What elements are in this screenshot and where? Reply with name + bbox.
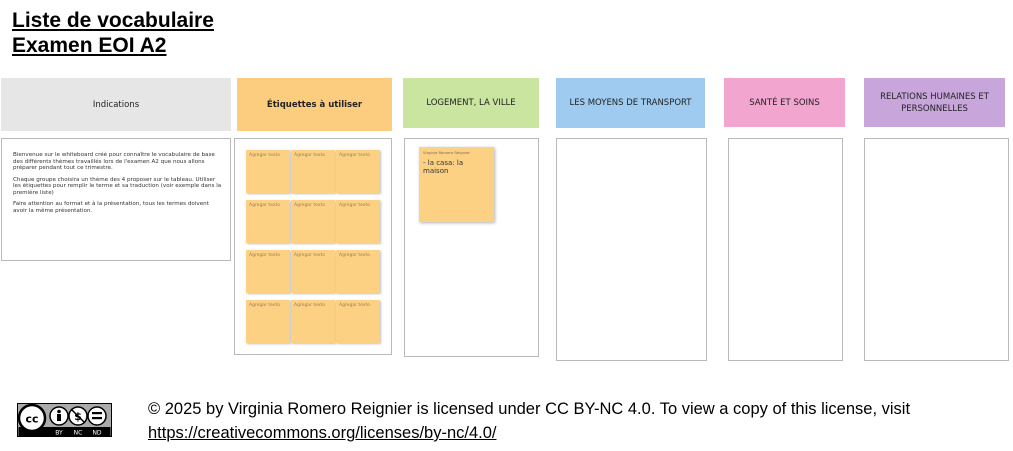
sticky-note-placeholder: Agregar texto [339, 253, 370, 258]
page-title-line1: Liste de vocabulaire [12, 9, 214, 32]
sticky-note-placeholder: Agregar texto [294, 203, 325, 208]
sticky-note-placeholder: Agregar texto [249, 303, 280, 308]
sticky-note-placeholder: Agregar texto [294, 153, 325, 158]
header-logement[interactable]: LOGEMENT, LA VILLE [403, 78, 539, 128]
sticky-note[interactable]: Agregar texto [246, 300, 290, 343]
panel-relations[interactable] [864, 138, 1009, 361]
sticky-note-placeholder: Agregar texto [249, 203, 280, 208]
sticky-note-placeholder: Agregar texto [294, 253, 325, 258]
intro-text: Bienvenue sur le whiteboard créé pour co… [13, 152, 223, 219]
sticky-note[interactable]: Agregar texto [246, 150, 290, 193]
page-title: Liste de vocabulaire Examen EOI A2 [12, 8, 214, 58]
sticky-note[interactable]: Agregar texto [336, 150, 380, 193]
header-sante[interactable]: SANTÉ ET SOINS [724, 78, 845, 127]
license-text: © 2025 by Virginia Romero Reignier is li… [148, 400, 911, 418]
sticky-note[interactable]: Agregar texto [246, 250, 290, 293]
svg-text:cc: cc [25, 413, 38, 426]
sticky-note[interactable]: Agregar texto [336, 250, 380, 293]
page-title-line2: Examen EOI A2 [12, 34, 167, 57]
note-text: - la casa: la maison [423, 159, 464, 175]
panel-indications[interactable] [1, 138, 231, 261]
sticky-note-placeholder: Agregar texto [339, 303, 370, 308]
sticky-note[interactable]: Agregar texto [291, 200, 335, 243]
intro-paragraph-3: Faire attention au format et à la présen… [13, 201, 209, 214]
cc-license-badge-icon[interactable]: cc $ BY NC ND [17, 403, 112, 437]
sticky-note-placeholder: Agregar texto [339, 153, 370, 158]
panel-transport[interactable] [556, 138, 707, 361]
header-relations-label: RELATIONS HUMAINES ET PERSONNELLES [880, 91, 989, 114]
example-sticky-note[interactable]: Virginia Romero Reignier - la casa: la m… [419, 147, 494, 222]
sticky-note-placeholder: Agregar texto [339, 203, 370, 208]
sticky-note[interactable]: Agregar texto [246, 200, 290, 243]
sticky-note[interactable]: Agregar texto [291, 150, 335, 193]
header-transport-label: LES MOYENS DE TRANSPORT [569, 98, 692, 108]
header-sante-label: SANTÉ ET SOINS [749, 97, 820, 108]
badge-nc-label: NC [74, 430, 83, 437]
sticky-note-placeholder: Agregar texto [249, 253, 280, 258]
panel-sante[interactable] [728, 138, 843, 361]
license-notice: © 2025 by Virginia Romero Reignier is li… [148, 397, 1013, 445]
header-indications[interactable]: Indications [1, 78, 231, 131]
header-logement-label: LOGEMENT, LA VILLE [426, 98, 516, 108]
sticky-note[interactable]: Agregar texto [291, 300, 335, 343]
header-etiquettes[interactable]: Étiquettes à utiliser [237, 78, 392, 131]
note-author: Virginia Romero Reignier [423, 150, 470, 155]
header-relations[interactable]: RELATIONS HUMAINES ET PERSONNELLES [864, 78, 1005, 127]
intro-paragraph-2: Chaque groupe choisira un thème des 4 pr… [13, 176, 222, 197]
intro-paragraph-1: Bienvenue sur le whiteboard créé pour co… [13, 152, 215, 172]
license-link[interactable]: https://creativecommons.org/licenses/by-… [148, 424, 497, 442]
sticky-note[interactable]: Agregar texto [291, 250, 335, 293]
sticky-note-placeholder: Agregar texto [249, 153, 280, 158]
badge-nd-label: ND [92, 430, 101, 437]
header-etiquettes-label: Étiquettes à utiliser [266, 99, 363, 110]
header-indications-label: Indications [92, 99, 140, 110]
sticky-note[interactable]: Agregar texto [336, 200, 380, 243]
badge-by-label: BY [55, 430, 63, 437]
sticky-note-placeholder: Agregar texto [294, 303, 325, 308]
sticky-note[interactable]: Agregar texto [336, 300, 380, 343]
header-transport[interactable]: LES MOYENS DE TRANSPORT [556, 78, 705, 128]
